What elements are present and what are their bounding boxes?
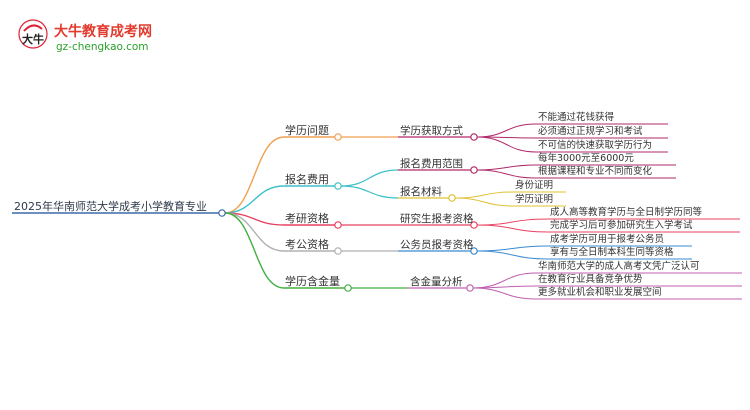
leaf-item: 成考学历可用于报考公务员 [550, 234, 665, 245]
connector-line [340, 185, 399, 199]
node-postgraduate-qualification[interactable]: 研究生报考资格 [400, 213, 474, 225]
node-dot [470, 247, 478, 255]
connector-line [224, 136, 285, 214]
leaf-item: 根据课程和专业不同而变化 [538, 166, 653, 177]
connector-line [476, 250, 549, 260]
root-node[interactable]: 2025年华南师范大学成考小学教育专业 [14, 200, 207, 213]
leaf-item: 完成学习后可参加研究生入学考试 [550, 220, 693, 231]
node-dot [334, 247, 342, 255]
node-value-analysis[interactable]: 含金量分析 [410, 276, 463, 288]
connector-line [454, 197, 514, 207]
brand-logo: 大牛 [18, 19, 48, 49]
node-dot [334, 133, 342, 141]
node-dot [218, 209, 226, 217]
leaf-item: 享有与全日制本科生同等资格 [550, 247, 674, 258]
branch-civil-service-eligibility[interactable]: 考公资格 [285, 238, 329, 251]
node-registration-materials[interactable]: 报名材料 [400, 186, 442, 198]
branch-registration-fee[interactable]: 报名费用 [285, 173, 329, 186]
connector-line [476, 218, 549, 226]
connector-line [476, 123, 537, 138]
connector-line [476, 164, 537, 171]
leaf-item: 不能通过花钱获得 [538, 112, 615, 123]
connector-line [340, 169, 399, 187]
node-dot [470, 133, 478, 141]
leaf-item: 每年3000元至6000元 [538, 153, 634, 164]
svg-text:大牛: 大牛 [22, 32, 44, 46]
connector-line [224, 212, 285, 252]
node-dot [470, 221, 478, 229]
node-dot [470, 166, 478, 174]
node-civil-service-qualification[interactable]: 公务员报考资格 [400, 239, 474, 251]
leaf-item: 身份证明 [515, 180, 554, 191]
connector-line [472, 287, 537, 300]
connector-line [224, 185, 285, 214]
branch-education-question[interactable]: 学历问题 [285, 124, 329, 137]
node-dot [466, 284, 474, 292]
node-dot [334, 182, 342, 190]
node-dot [448, 194, 456, 202]
node-fee-range[interactable]: 报名费用范围 [400, 158, 463, 170]
connector-line [476, 245, 549, 252]
node-degree-acquisition[interactable]: 学历获取方式 [400, 125, 463, 137]
connector-line [476, 169, 537, 179]
branch-degree-value[interactable]: 学历含金量 [285, 275, 340, 288]
connector-line [454, 191, 514, 199]
brand-url[interactable]: gz-chengkao.com [56, 41, 149, 53]
leaf-item: 不可信的快速获取学历行为 [538, 140, 653, 151]
leaf-item: 在教育行业具备竞争优势 [538, 274, 643, 285]
connector-line [476, 136, 537, 153]
brand-title: 大牛教育成考网 [54, 24, 152, 40]
leaf-item: 成人高等教育学历与全日制学历同等 [550, 207, 703, 218]
connector-line [224, 212, 285, 289]
node-dot [334, 221, 342, 229]
leaf-item: 更多就业机会和职业发展空间 [538, 287, 662, 298]
leaf-item: 学历证明 [515, 194, 554, 205]
leaf-item: 华南师范大学的成人高考文凭广泛认可 [538, 261, 700, 272]
node-dot [344, 284, 352, 292]
leaf-item: 必须通过正规学习和考试 [538, 126, 643, 137]
branch-postgraduate-eligibility[interactable]: 考研资格 [285, 212, 329, 225]
connector-line [476, 224, 549, 233]
